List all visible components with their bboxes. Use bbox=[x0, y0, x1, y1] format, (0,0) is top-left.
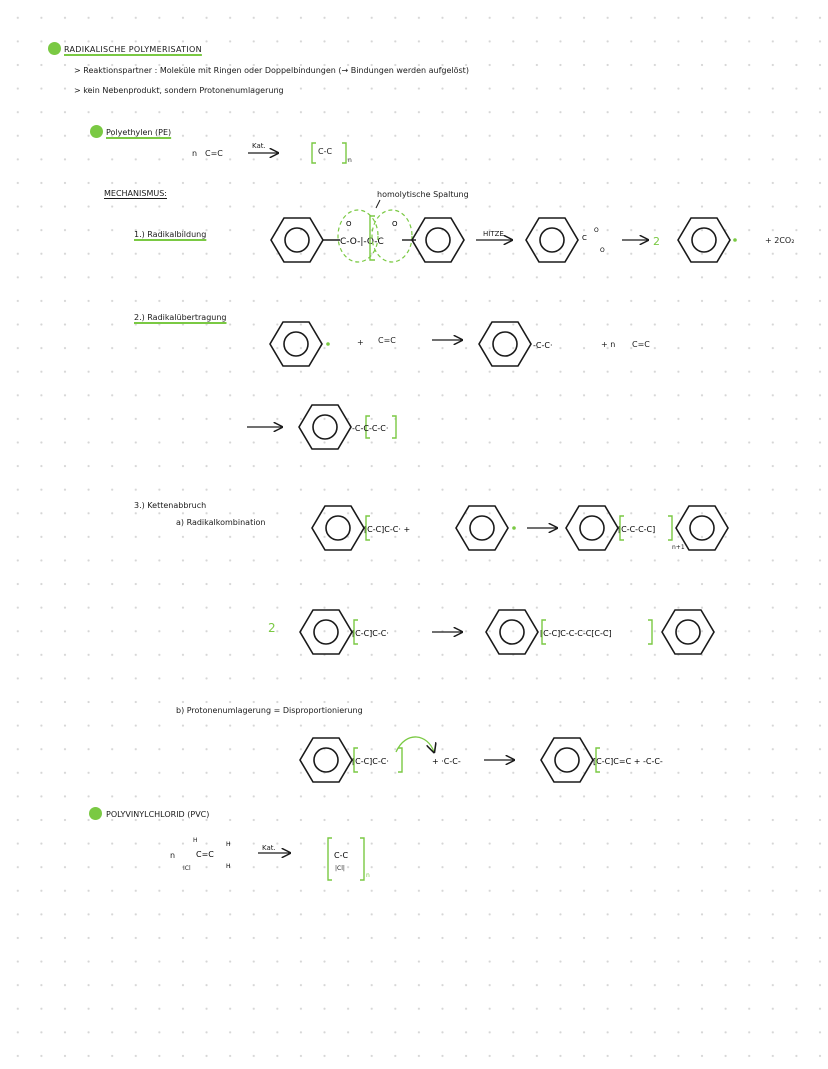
step2-label: 2.) Radikalübertragung bbox=[134, 313, 227, 322]
mechanism-heading: MECHANISMUS: bbox=[104, 189, 167, 198]
step1-label: 1.) Radikalbildung bbox=[134, 230, 207, 239]
pe-monomer: C=C bbox=[205, 149, 223, 158]
svg-text:C=C: C=C bbox=[196, 850, 214, 859]
pe-bullet-dot bbox=[90, 125, 103, 138]
svg-text:C: C bbox=[582, 234, 587, 242]
benzene-ring-icon bbox=[270, 217, 324, 263]
step2-plus-n: + n bbox=[601, 340, 616, 349]
pvc-heading: POLYVINYLCHLORID (PVC) bbox=[106, 810, 210, 819]
pvc-subscript: n bbox=[366, 872, 370, 879]
pvc-n: n bbox=[170, 851, 176, 860]
benzene-ring-icon bbox=[311, 505, 365, 551]
benzene-ring-icon bbox=[525, 217, 579, 263]
svg-text:[C-C]C-C·: [C-C]C-C· bbox=[352, 757, 389, 766]
benzene-ring-icon bbox=[299, 737, 353, 783]
svg-text:O: O bbox=[600, 247, 605, 254]
pe-heading: Polyethylen (PE) bbox=[106, 128, 172, 137]
homolytic-annotation: homolytische Spaltung bbox=[377, 190, 469, 199]
benzene-ring-icon bbox=[565, 505, 619, 551]
svg-text:[C-C]C-C· +: [C-C]C-C· + bbox=[364, 525, 410, 534]
pvc-cl2: |Cl| bbox=[335, 865, 345, 872]
benzene-ring-icon bbox=[661, 609, 715, 655]
benzene-ring-icon bbox=[478, 321, 532, 367]
step2-monomer: C=C bbox=[378, 336, 396, 345]
pvc-cl: ICl bbox=[183, 865, 191, 872]
step2-monomer2: C=C bbox=[632, 340, 650, 349]
svg-text:[C-C]C=C + -C-C-: [C-C]C=C + -C-C- bbox=[593, 757, 663, 766]
pvc-catalyst: Kat. bbox=[262, 844, 276, 852]
pe-catalyst: Kat. bbox=[252, 142, 266, 150]
step3b-label: b) Protonenumlagerung = Disproportionier… bbox=[176, 706, 363, 715]
svg-text:O: O bbox=[346, 220, 352, 228]
svg-text:H: H bbox=[226, 841, 231, 848]
step3a-coef: 2 bbox=[268, 621, 276, 635]
benzene-ring-icon bbox=[298, 404, 352, 450]
pe-subscript: n bbox=[348, 157, 352, 164]
step2-plus: + bbox=[357, 338, 364, 347]
svg-text:C-C: C-C bbox=[334, 851, 348, 860]
svg-text:-C-C·: -C-C· bbox=[533, 341, 553, 350]
svg-text:+ ·C-C-: + ·C-C- bbox=[432, 757, 461, 766]
svg-text:[C-C]C-C·: [C-C]C-C· bbox=[352, 629, 389, 638]
step3-label: 3.) Kettenabbruch bbox=[134, 501, 207, 510]
step1-coef: 2 bbox=[653, 235, 660, 248]
svg-text:O: O bbox=[392, 220, 398, 228]
svg-text:[C-C-C-C]: [C-C-C-C] bbox=[618, 525, 655, 534]
svg-text:O: O bbox=[594, 227, 599, 234]
svg-text:[C-C]C-C-C-C[C-C]: [C-C]C-C-C-C[C-C] bbox=[540, 629, 612, 638]
benzene-ring-icon bbox=[540, 737, 594, 783]
title-bullet-dot bbox=[48, 42, 61, 55]
svg-text:H: H bbox=[226, 863, 231, 870]
page-title: RADIKALISCHE POLYMERISATION bbox=[64, 45, 202, 54]
benzene-ring-icon bbox=[485, 609, 539, 655]
benzene-ring-icon bbox=[269, 321, 323, 367]
pe-polymer: C-C bbox=[318, 147, 333, 156]
benzene-ring-icon bbox=[411, 217, 465, 263]
step3a-n1: n+1 bbox=[672, 544, 685, 551]
benzene-ring-icon bbox=[675, 505, 729, 551]
svg-text:C-O-|-O-C: C-O-|-O-C bbox=[340, 237, 384, 247]
heat-label: HITZE bbox=[483, 230, 504, 238]
benzene-ring-icon bbox=[455, 505, 509, 551]
benzene-ring-icon bbox=[299, 609, 353, 655]
pvc-h: H bbox=[193, 837, 198, 844]
step3a-label: a) Radikalkombination bbox=[176, 518, 266, 527]
bullet-byproduct: > kein Nebenprodukt, sondern Protonenuml… bbox=[74, 86, 284, 95]
bullet-reactants: > Reaktionspartner : Moleküle mit Ringen… bbox=[74, 66, 469, 75]
pe-n: n bbox=[192, 149, 198, 158]
co2-product: + 2CO₂ bbox=[765, 236, 795, 245]
benzene-ring-icon bbox=[677, 217, 731, 263]
pvc-bullet-dot bbox=[89, 807, 102, 820]
svg-text:-C-C-C-C·: -C-C-C-C· bbox=[352, 424, 388, 433]
